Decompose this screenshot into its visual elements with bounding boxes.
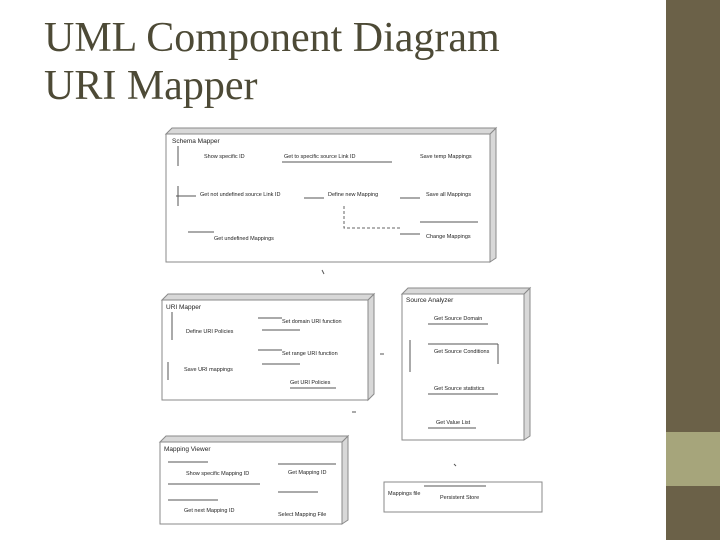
source-item-4: Get Value List [436,420,471,426]
schema-item-3: Save temp Mappings [420,154,472,160]
decorative-stripe-bottom [666,486,720,540]
mapping-viewer-title: Mapping Viewer [164,446,211,453]
viewer-item-4: Select Mapping File [278,512,326,518]
schema-item-1: Show specific ID [204,154,245,160]
schema-item-5: Define new Mapping [328,192,378,198]
uri-item-1: Set domain URI function [282,319,342,325]
schema-item-6: Save all Mappings [426,192,471,198]
viewer-item-2: Get Mapping ID [288,470,327,476]
decorative-stripe-top [666,0,720,432]
uri-item-5: Get URI Policies [290,380,331,386]
persistent-store-component: Mappings file Persistent Store [383,481,543,513]
uri-mapper-title: URI Mapper [166,304,202,311]
uri-item-2: Define URI Policies [186,329,234,335]
persistent-label: Mappings file [388,491,420,497]
decorative-stripe-middle [666,432,720,486]
source-analyzer-component: Source Analyzer Get Source Domain Get So… [400,286,532,441]
title-line-2: URI Mapper [44,63,258,109]
schema-mapper-title: Schema Mapper [172,138,221,145]
schema-item-7: Get undefined Mappings [214,236,274,242]
viewer-item-3: Get next Mapping ID [184,508,234,514]
schema-item-2: Get to specific source Link ID [284,154,356,160]
source-analyzer-title: Source Analyzer [406,297,454,304]
persistent-item: Persistent Store [440,495,479,501]
source-item-1: Get Source Domain [434,316,482,322]
uri-item-3: Set range URI function [282,351,338,357]
title-line-1: UML Component Diagram [44,15,500,61]
schema-item-4: Get not undefined source Link ID [200,192,280,198]
source-item-2: Get Source Conditions [434,349,490,355]
mapping-viewer-component: Mapping Viewer Show specific Mapping ID … [158,434,350,525]
source-item-3: Get Source statistics [434,386,485,392]
uri-item-4: Save URI mappings [184,367,233,373]
slide-title: UML Component Diagram URI Mapper [44,14,500,110]
uri-mapper-component: URI Mapper Set domain URI function Defin… [160,292,376,402]
schema-item-8: Change Mappings [426,234,471,240]
schema-mapper-component: Schema Mapper Show specific ID Get to sp… [164,126,498,263]
viewer-item-1: Show specific Mapping ID [186,471,249,477]
